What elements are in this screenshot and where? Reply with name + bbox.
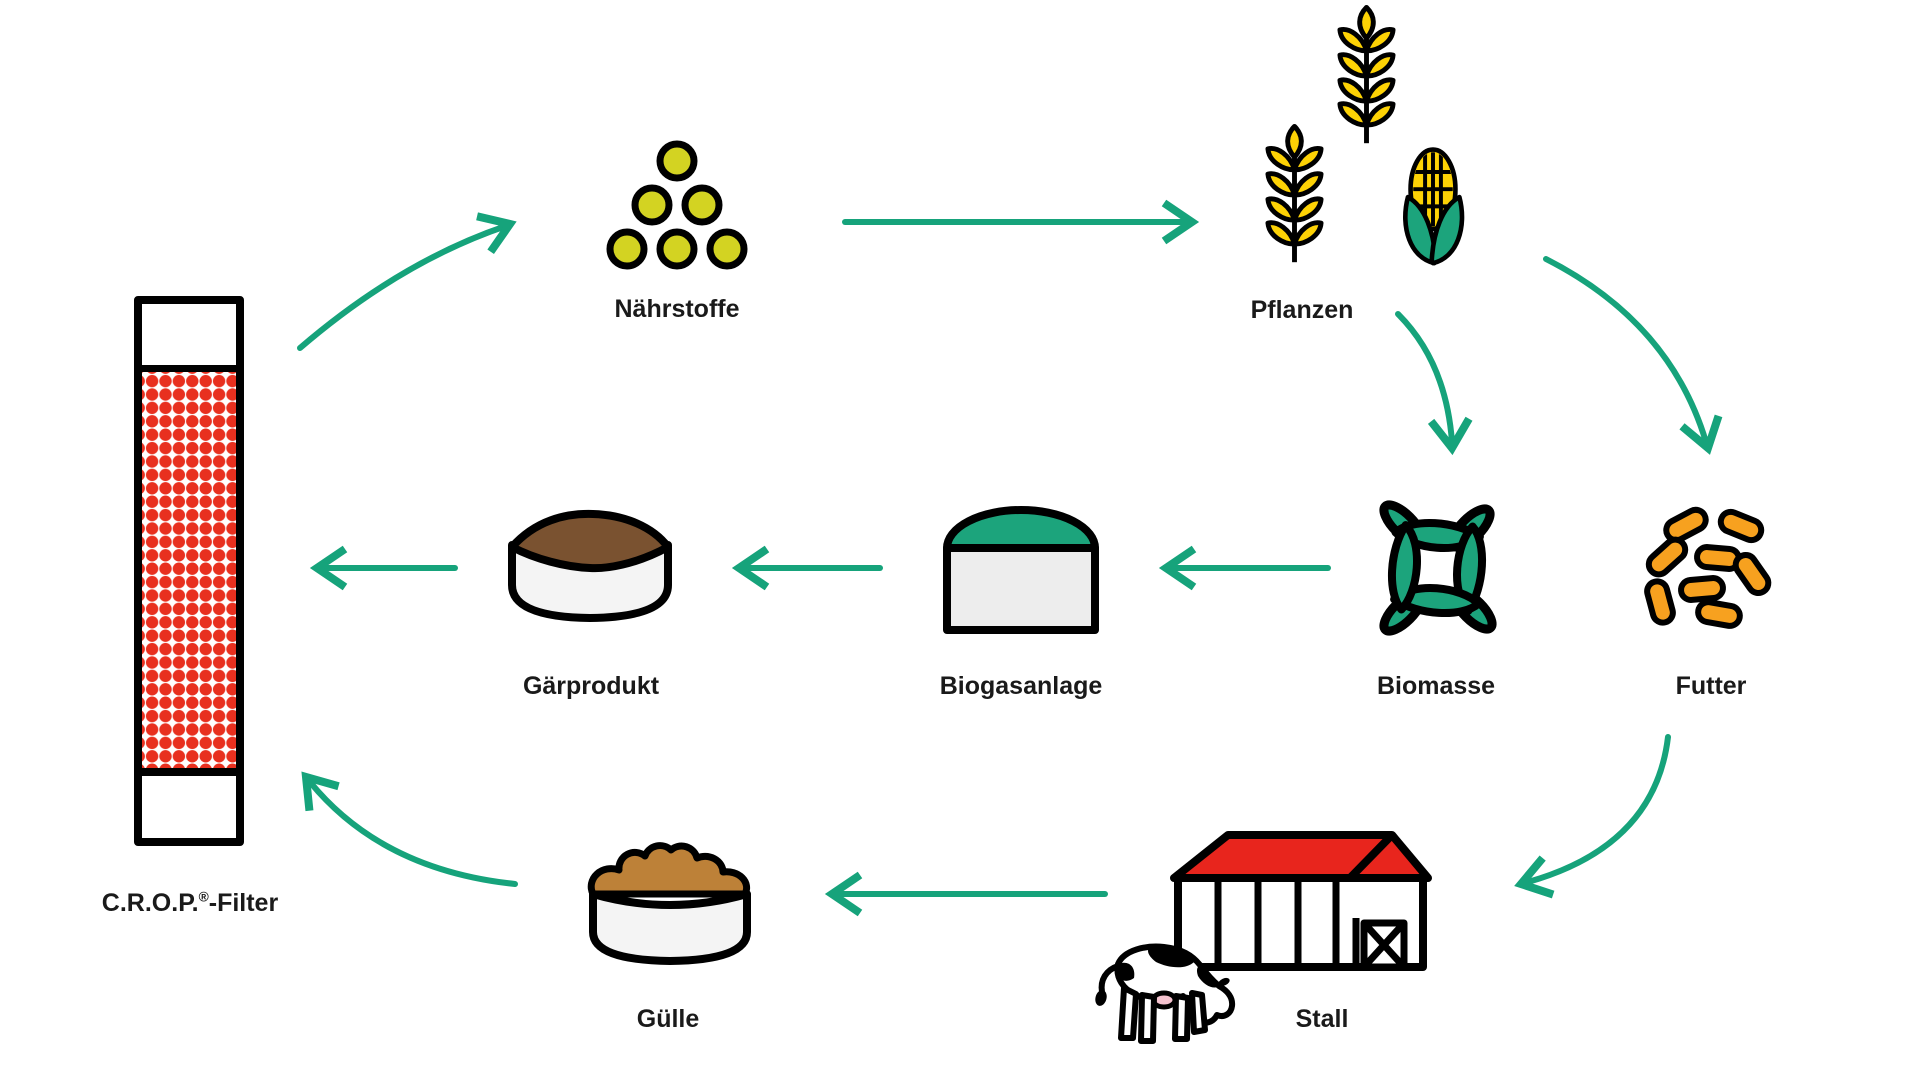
wheat-ear-tall bbox=[1336, 7, 1398, 143]
crop-filter-text2: -Filter bbox=[208, 889, 279, 917]
arrow-gaerprodukt-to-filter bbox=[309, 545, 458, 591]
label-biogasanlage: Biogasanlage bbox=[939, 672, 1103, 700]
cow-icon bbox=[1095, 943, 1236, 1044]
arrow-biomasse-to-biogasanlage bbox=[1158, 545, 1331, 591]
corn-cob bbox=[1403, 147, 1465, 266]
label-naehrstoffe: Nährstoffe bbox=[614, 295, 740, 323]
arrow-pflanzen-to-futter bbox=[1543, 256, 1723, 455]
barn-icon bbox=[1170, 831, 1432, 971]
crop-filter-icon bbox=[134, 296, 244, 846]
plants-icon bbox=[1250, 0, 1465, 266]
label-crop-filter: C.R.O.P.®-Filter bbox=[102, 888, 278, 918]
label-biomasse: Biomasse bbox=[1376, 672, 1496, 700]
registered-mark: ® bbox=[198, 889, 209, 905]
arrow-futter-to-stall bbox=[1514, 734, 1671, 899]
digestate-icon bbox=[508, 509, 672, 622]
label-futter: Futter bbox=[1675, 672, 1747, 700]
arrow-stall-to-guelle bbox=[824, 871, 1108, 917]
arrow-naehrstoffe-to-pflanzen bbox=[842, 199, 1200, 245]
nutrients-icon bbox=[606, 140, 748, 270]
label-stall: Stall bbox=[1295, 1005, 1349, 1033]
arrow-biogasanlage-to-gaerprodukt bbox=[731, 545, 883, 591]
label-pflanzen: Pflanzen bbox=[1250, 296, 1354, 324]
crop-filter-text: C.R.O.P. bbox=[101, 889, 199, 917]
label-guelle: Gülle bbox=[636, 1005, 700, 1033]
arrow-pflanzen-to-biomasse bbox=[1395, 311, 1473, 456]
wheat-ear-left bbox=[1264, 126, 1326, 262]
manure-icon bbox=[587, 842, 751, 965]
label-gaerprodukt: Gärprodukt bbox=[522, 672, 660, 700]
biogas-plant-icon bbox=[943, 506, 1099, 634]
feed-pellets-icon bbox=[1644, 506, 1772, 629]
biomass-icon bbox=[1379, 500, 1497, 636]
arrow-guelle-to-filter bbox=[301, 771, 518, 887]
arrow-filter-to-naehrstoffe bbox=[297, 212, 517, 351]
